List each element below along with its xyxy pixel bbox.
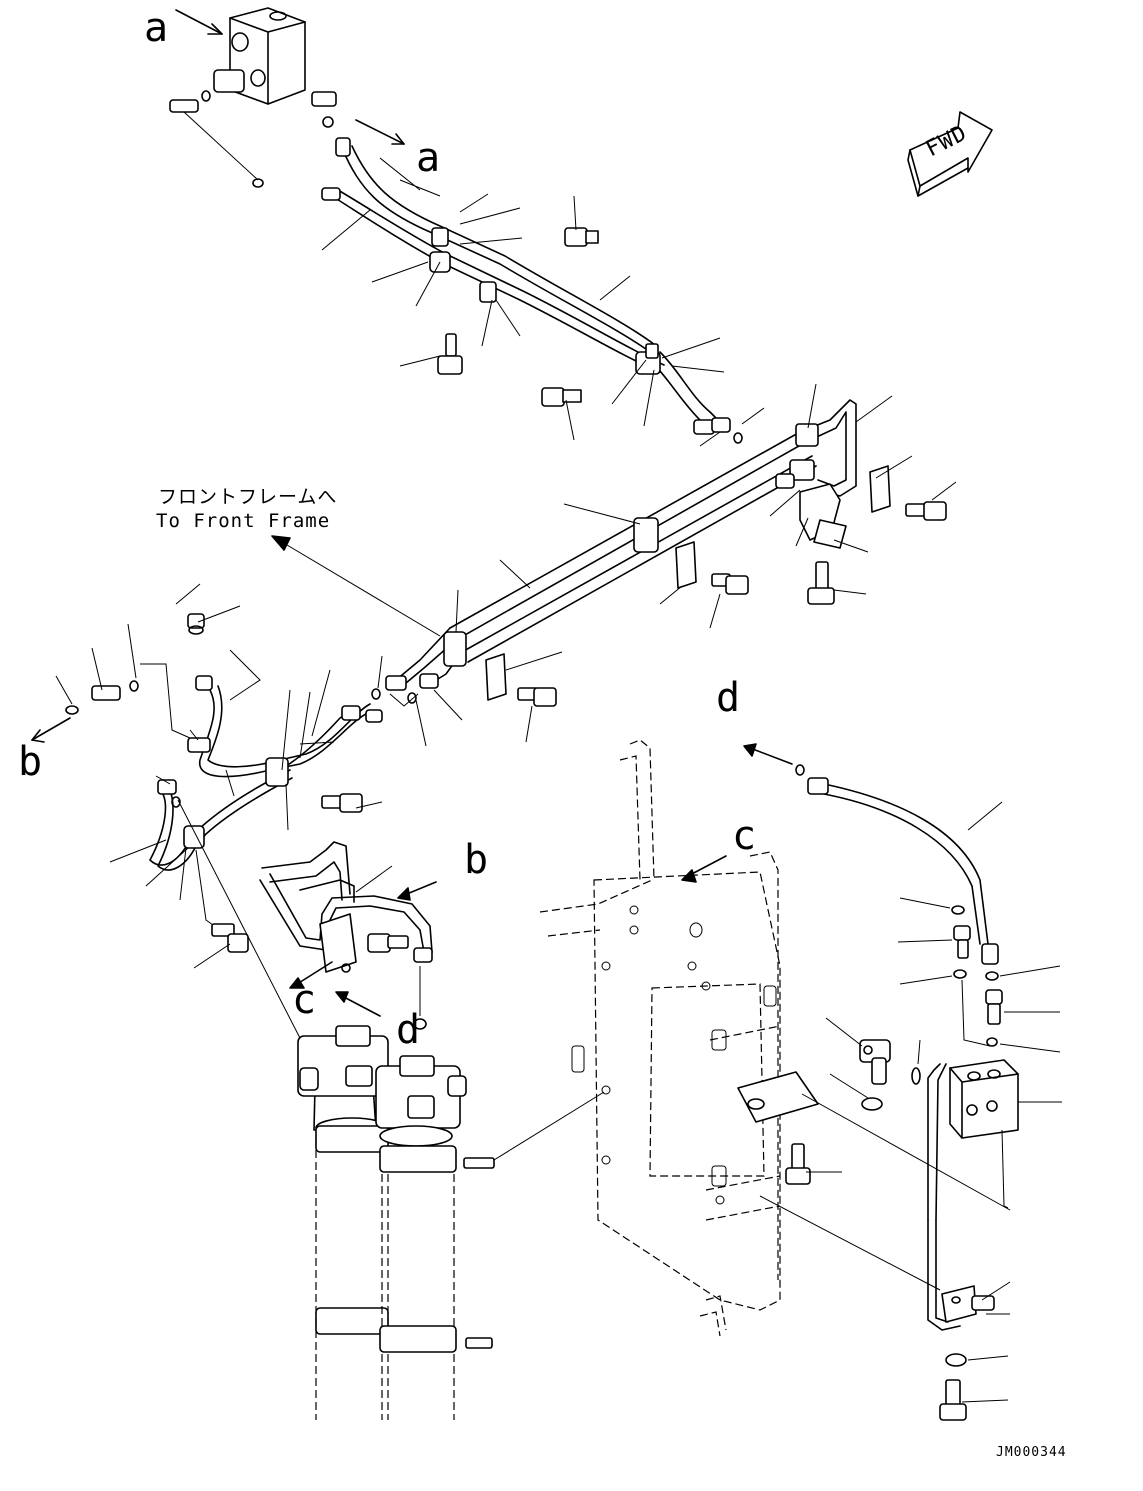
bracket-1 [869,465,891,513]
fitting-right-2 [985,989,1003,1025]
callout-a-top: a [144,5,169,51]
bolt-valve [367,933,409,953]
nut-left [187,613,205,629]
bolt-left-1 [321,793,363,813]
fitting-right-1 [953,925,971,959]
pipe-clip [941,1285,977,1323]
fitting-b [91,685,121,701]
fitting-left [169,99,199,113]
callout-c-left: c [292,977,317,1023]
bolt-mid-4 [517,687,557,707]
callout-a-right: a [416,135,441,181]
fitting-right [311,91,337,107]
pipe-loop-upper [259,841,433,1030]
accumulator-right [375,1055,495,1420]
callout-b-left: b [18,739,43,785]
pipe-clamp-mid [633,517,659,553]
pipe-bracket [319,913,357,973]
front-frame-jp: フロントフレームへ [158,486,338,508]
accumulator-left [297,1025,389,1420]
right-hose-d [795,764,999,965]
washer [945,1353,967,1367]
bolt-plate [785,1143,811,1185]
callout-d-right: d [716,675,741,721]
bolt-mid-2 [711,573,749,595]
mount-tab [737,1071,819,1123]
pipe-clamp-left [443,631,467,667]
bolt-bottom-right [939,1379,967,1421]
tee-fitting [859,1039,891,1085]
bolt-left-2 [211,923,249,953]
callout-d-lower: d [396,1007,421,1053]
bolt-mid-1 [905,501,947,521]
front-frame-en: To Front Frame [156,510,331,532]
mounting-plate [539,739,781,1337]
top-valve-block [213,7,306,105]
callout-c-mid: c [732,813,757,859]
drawing-code: JM000344 [996,1445,1067,1460]
upper-hose-bundle [321,137,743,444]
bracket-3 [485,653,507,701]
middle-pipes [385,399,857,691]
bolt-upper-2 [437,333,463,375]
bracket-2 [675,541,697,589]
callout-b-mid: b [464,837,489,883]
fwd-arrow-icon [907,111,993,197]
right-valve-block [949,1059,1019,1139]
bolt-upper-1 [564,227,599,247]
bolt-upper-3 [541,387,582,407]
bolt-mid-3 [807,561,835,605]
left-hose-group [149,675,383,871]
